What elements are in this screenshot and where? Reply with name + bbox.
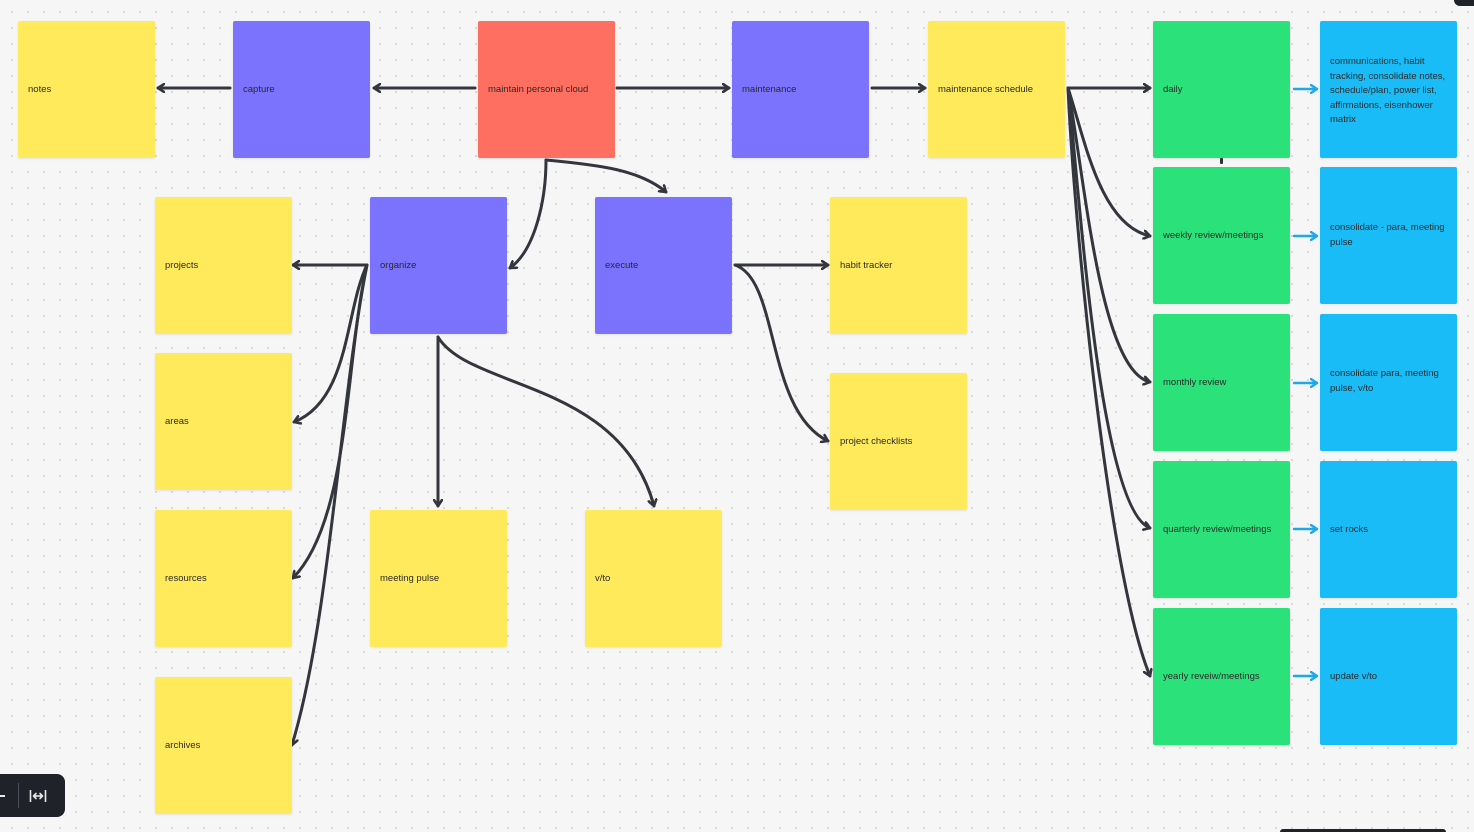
sticky-areas[interactable]: areas	[155, 353, 292, 490]
sticky-capture[interactable]: capture	[233, 21, 370, 158]
sticky-label: v/to	[595, 572, 611, 584]
sticky-label: project checklists	[840, 435, 913, 447]
sticky-label: meeting pulse	[380, 572, 440, 584]
connector-organize-resources	[291, 263, 369, 580]
sticky-label: projects	[165, 259, 199, 271]
sticky-label: execute	[605, 259, 639, 271]
sticky-weekly-detail[interactable]: consolidate - para, meeting pulse	[1320, 167, 1457, 304]
sticky-label: consolidate para, meeting pulse, v/to	[1330, 368, 1439, 394]
fit-width-icon[interactable]	[28, 786, 48, 806]
top-right-panel-edge	[1454, 0, 1474, 6]
connector-organize-archives	[292, 263, 369, 747]
sticky-label: areas	[165, 415, 189, 427]
sticky-label: consolidate - para, meeting pulse	[1330, 222, 1445, 248]
sticky-label: habit tracker	[840, 259, 893, 271]
sticky-label: weekly review/meetings	[1163, 229, 1264, 241]
sticky-organize[interactable]: organize	[370, 197, 507, 334]
connector-schedule-monthly	[1066, 86, 1152, 382]
connector-cloud-execute	[544, 158, 668, 194]
sticky-label: set rocks	[1330, 523, 1369, 535]
connector-handle[interactable]	[1220, 158, 1223, 164]
connector-cloud-organize	[508, 158, 548, 270]
minus-icon[interactable]	[0, 795, 5, 797]
sticky-label: quarterly review/meetings	[1163, 523, 1272, 535]
zoom-toolbar	[0, 774, 65, 817]
bottom-panel-edge	[1280, 829, 1446, 832]
sticky-quarterly-detail[interactable]: set rocks	[1320, 461, 1457, 598]
sticky-vto[interactable]: v/to	[585, 510, 722, 647]
connector-schedule-weekly	[1066, 86, 1152, 236]
sticky-label: maintenance	[742, 83, 797, 95]
sticky-project-checklists[interactable]: project checklists	[830, 373, 967, 510]
sticky-label: archives	[165, 739, 201, 751]
sticky-resources[interactable]: resources	[155, 510, 292, 647]
sticky-execute[interactable]: execute	[595, 197, 732, 334]
sticky-maintain-personal-cloud[interactable]: maintain personal cloud	[478, 21, 615, 158]
sticky-label: notes	[28, 83, 52, 95]
sticky-monthly-detail[interactable]: consolidate para, meeting pulse, v/to	[1320, 314, 1457, 451]
connector-organize-areas	[292, 263, 369, 422]
sticky-monthly-review[interactable]: monthly review	[1153, 314, 1290, 451]
sticky-label: maintain personal cloud	[488, 83, 589, 95]
sticky-habit-tracker[interactable]: habit tracker	[830, 197, 967, 334]
sticky-daily[interactable]: daily	[1153, 21, 1290, 158]
sticky-label: update v/to	[1330, 670, 1378, 682]
sticky-label: capture	[243, 83, 275, 95]
sticky-label: daily	[1163, 83, 1183, 95]
sticky-archives[interactable]: archives	[155, 677, 292, 814]
connector-organize-vto	[436, 335, 654, 508]
sticky-label: maintenance schedule	[938, 83, 1034, 95]
sticky-label: monthly review	[1163, 376, 1227, 388]
sticky-maintenance[interactable]: maintenance	[732, 21, 869, 158]
sticky-label: communications, habit tracking, consolid…	[1330, 56, 1446, 125]
sticky-label: resources	[165, 572, 207, 584]
sticky-label: yearly reveiw/meetings	[1163, 670, 1260, 682]
sticky-label: organize	[380, 259, 417, 271]
sticky-maintenance-schedule[interactable]: maintenance schedule	[928, 21, 1065, 158]
sticky-quarterly-review[interactable]: quarterly review/meetings	[1153, 461, 1290, 598]
sticky-projects[interactable]: projects	[155, 197, 292, 334]
sticky-notes[interactable]: notes	[18, 21, 155, 158]
toolbar-divider	[18, 783, 19, 808]
sticky-meeting-pulse[interactable]: meeting pulse	[370, 510, 507, 647]
sticky-yearly-detail[interactable]: update v/to	[1320, 608, 1457, 745]
sticky-yearly-review[interactable]: yearly reveiw/meetings	[1153, 608, 1290, 745]
connector-execute-checklists	[733, 263, 830, 441]
sticky-weekly-review[interactable]: weekly review/meetings	[1153, 167, 1290, 304]
connector-schedule-quarterly	[1066, 86, 1152, 528]
sticky-daily-detail[interactable]: communications, habit tracking, consolid…	[1320, 21, 1457, 158]
connector-schedule-yearly	[1066, 86, 1150, 678]
